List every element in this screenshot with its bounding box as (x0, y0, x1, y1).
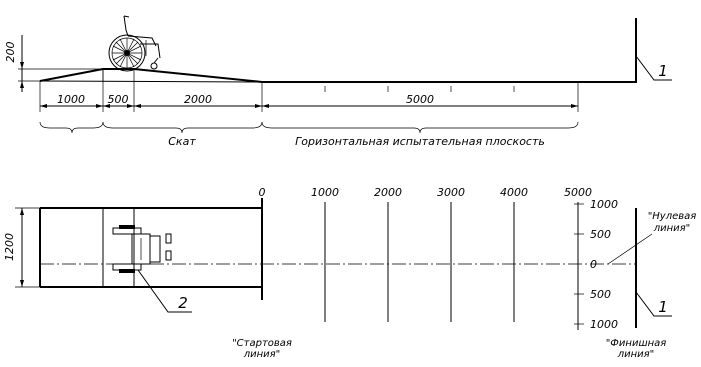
callout-1-plan-leader (635, 291, 672, 317)
dim-1000: 1000 (57, 93, 85, 106)
dim-500: 500 (108, 93, 129, 106)
y-tick-1000-top: 1000 (590, 198, 618, 211)
callout-2-leader (137, 269, 192, 313)
y-tick-500-bottom: 500 (590, 288, 611, 301)
dim-2000: 2000 (184, 93, 212, 106)
ramp-base-line (39, 80, 263, 83)
brace-platform (39, 121, 104, 134)
wheelchair-wheel (108, 34, 146, 72)
start-line-label-1: "Стартовая (232, 338, 292, 349)
finish-line-label-1: "Финишная (606, 338, 667, 349)
zero-line-label-2: линия" (653, 223, 691, 234)
height-arrow-bottom (20, 81, 24, 88)
wheelchair-icon (108, 15, 161, 72)
x-tick-0: 0 (259, 186, 266, 199)
plan-view: 1200 0 1000 2000 3000 4000 5000 1000 500… (3, 186, 696, 360)
y-tick-500-top: 500 (590, 228, 611, 241)
callout-1-plan-label: 1 (658, 298, 668, 316)
zero-line-leader (607, 233, 653, 265)
height-dimension-label: 200 (4, 42, 17, 63)
zero-line-label-1: "Нулевая (648, 211, 697, 222)
wheelchair-top-icon (112, 225, 172, 273)
x-tick-4000: 4000 (500, 186, 528, 199)
label-ramp: Скат (168, 135, 196, 148)
x-tick-3000: 3000 (437, 186, 465, 199)
brace-plane (261, 121, 579, 134)
side-view: 200 (4, 15, 672, 148)
finish-line-label-2: линия" (617, 349, 655, 360)
callout-1-label: 1 (658, 62, 668, 80)
height-arrow-top (20, 62, 24, 69)
label-plane: Горизонтальная испытательная плоскость (295, 135, 545, 148)
y-tick-0: 0 (590, 258, 597, 271)
callout-1-leader (635, 55, 672, 81)
x-tick-1000: 1000 (311, 186, 339, 199)
width-dimension-label: 1200 (3, 233, 16, 261)
callout-2-label: 2 (178, 294, 188, 312)
x-tick-2000: 2000 (374, 186, 402, 199)
dim-5000: 5000 (406, 93, 434, 106)
x-tick-5000: 5000 (564, 186, 592, 199)
wheelchair-caster (150, 62, 158, 70)
y-tick-1000-bottom: 1000 (590, 318, 618, 331)
ramp-profile (39, 18, 637, 83)
start-line-label-2: линия" (243, 349, 281, 360)
brace-ramp (102, 121, 263, 134)
